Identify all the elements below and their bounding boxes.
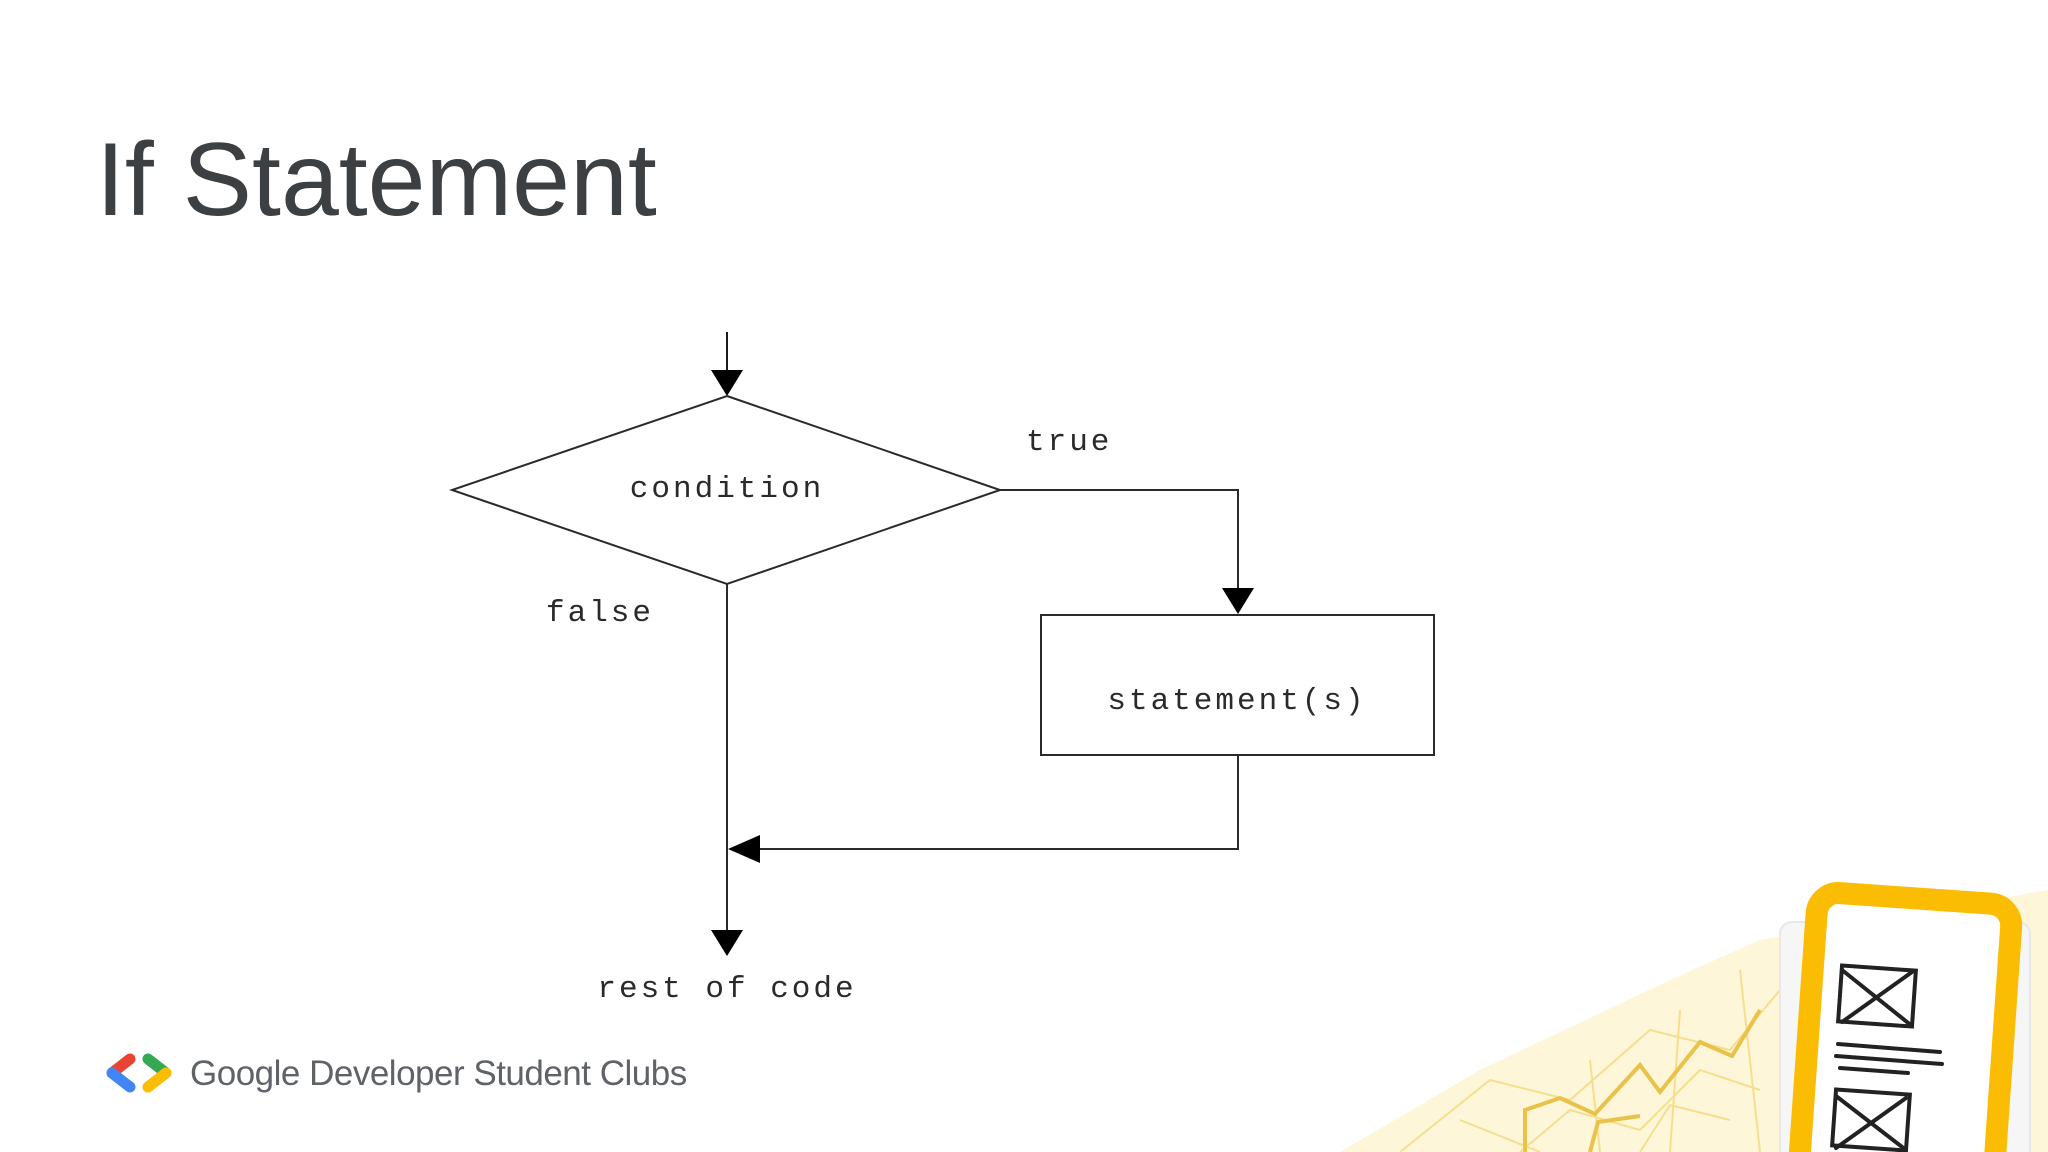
end-label: rest of code	[597, 972, 856, 1007]
false-branch: false	[546, 584, 743, 956]
true-branch: true	[1000, 425, 1254, 614]
merge-arrow	[728, 755, 1239, 863]
decision-label: condition	[630, 472, 824, 507]
process-node: statement(s)	[1040, 614, 1435, 756]
wireframe-tablet-icon	[1340, 882, 2048, 1152]
slide-title: If Statement	[96, 122, 657, 238]
process-label: statement(s)	[1107, 684, 1366, 719]
entry-arrow	[711, 332, 743, 396]
footer-brand-text: Google Developer Student Clubs	[190, 1054, 687, 1093]
gdsc-brackets-icon	[106, 1053, 172, 1093]
decision-node: condition	[448, 394, 1004, 586]
true-label: true	[1026, 425, 1112, 460]
false-label: false	[546, 596, 654, 631]
